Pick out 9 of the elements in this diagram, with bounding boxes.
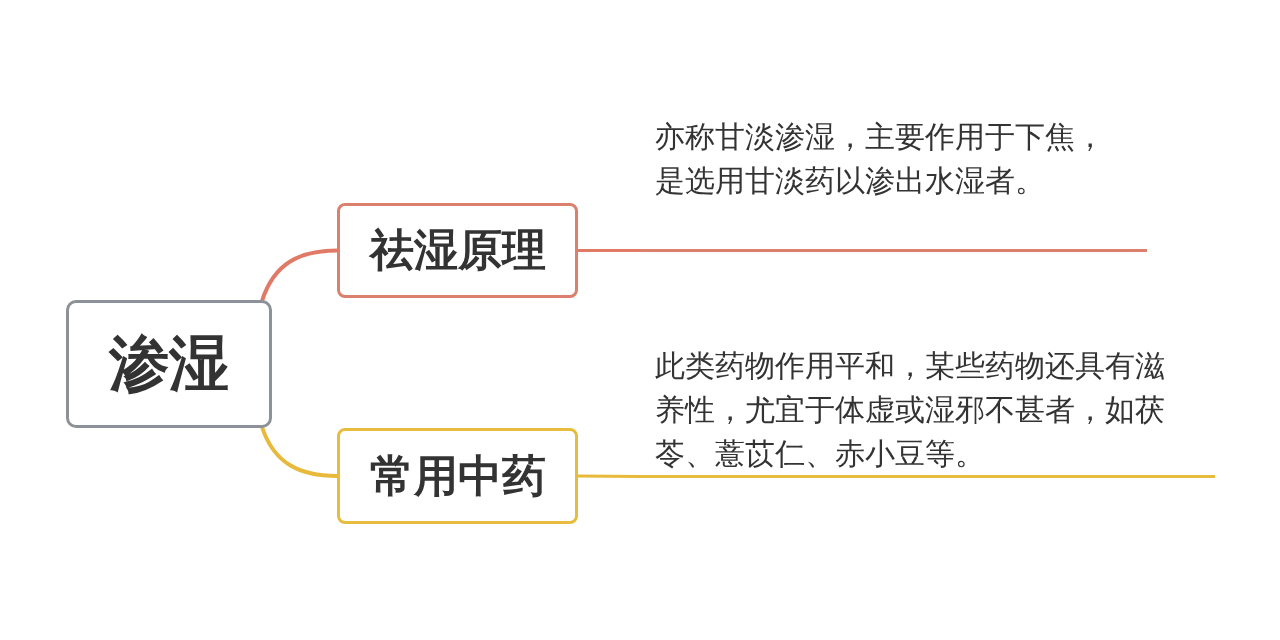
topic-box: 祛湿原理: [337, 203, 578, 298]
connector: [578, 474, 640, 478]
topic-text: 亦称甘淡渗湿，主要作用于下焦，是选用甘淡药以渗出水湿者。: [655, 118, 1106, 200]
connector: [578, 249, 640, 252]
central-topic-box: 渗湿: [66, 300, 272, 428]
topic-box: 常用中药: [337, 428, 578, 524]
topic-text: 此类药物作用平和，某些药物还具有滋养性，尤宜于体虚或湿邪不甚者，如茯苓、薏苡仁、赤小豆等。: [655, 347, 1166, 473]
connector: [260, 426, 338, 478]
connector: [260, 248, 338, 302]
